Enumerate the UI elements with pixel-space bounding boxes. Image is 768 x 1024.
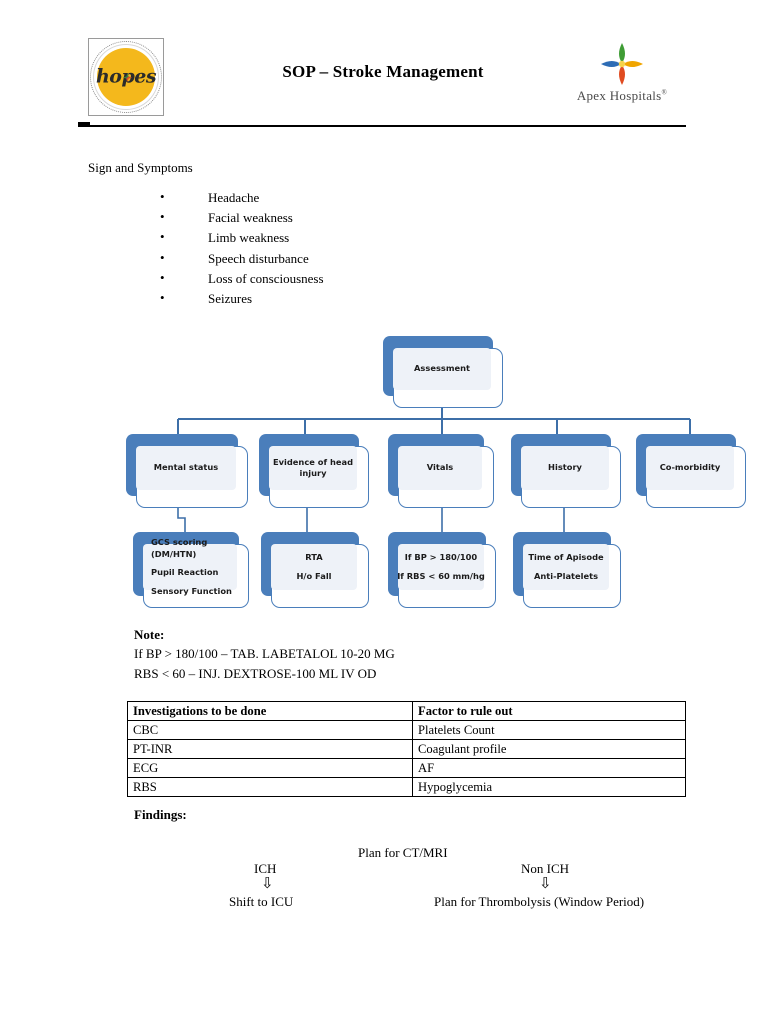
header-rule-tick: [78, 122, 90, 125]
list-item: Speech disturbance: [150, 248, 324, 269]
node-content: If BP > 180/100 If RBS < 60 mm/hg: [397, 544, 485, 590]
list-item: Headache: [150, 187, 324, 208]
node-label: Co-morbidity: [659, 462, 721, 473]
down-arrow-icon: ⇩: [261, 876, 274, 892]
symptom-list: Headache Facial weakness Limb weakness S…: [150, 187, 324, 309]
non-ich-label: Non ICH: [521, 861, 570, 876]
flow-node-head-injury[interactable]: Evidence of head injury: [259, 434, 369, 508]
flow-node-history-details[interactable]: Time of Apisode Anti-Platelets: [513, 532, 621, 608]
hopes-circle-icon: hopes: [96, 48, 157, 106]
trademark-symbol: ®: [661, 88, 668, 97]
signs-symptoms-heading: Sign and Symptoms: [88, 160, 193, 175]
column-header-investigations: Investigations to be done: [127, 701, 413, 721]
apex-hospitals-logo: Apex Hospitals®: [562, 40, 682, 120]
hopes-logo: hopes: [88, 38, 164, 116]
node-content: GCS scoring (DM/HTN) Pupil Reaction Sens…: [143, 537, 237, 596]
note-heading: Note:: [134, 627, 165, 642]
header-divider: [78, 125, 686, 127]
node-content: History: [521, 446, 609, 490]
flow-node-comorbidity[interactable]: Co-morbidity: [636, 434, 746, 508]
cell-investigation: ECG: [127, 758, 413, 778]
cell-investigation: PT-INR: [127, 739, 413, 759]
plan-for-thrombolysis-label: Plan for Thrombolysis (Window Period): [434, 894, 645, 909]
cell-factor: Platelets Count: [412, 720, 686, 740]
list-item: Seizures: [150, 288, 324, 309]
plan-for-ct-mri-label: Plan for CT/MRI: [358, 845, 448, 860]
table-row: PT-INR Coagulant profile: [127, 739, 686, 759]
node-label-line1: Evidence of head: [272, 456, 354, 467]
node-label-line2: Anti-Platelets: [533, 570, 599, 581]
cell-factor: AF: [412, 758, 686, 778]
findings-heading: Findings:: [134, 807, 187, 822]
table-row: CBC Platelets Count: [127, 720, 686, 740]
investigations-table: Investigations to be done Factor to rule…: [127, 701, 686, 797]
note-line-rbs: RBS < 60 – INJ. DEXTROSE-100 ML IV OD: [134, 665, 377, 681]
node-label: Vitals: [426, 462, 454, 473]
node-label-line4: Sensory Function: [151, 585, 232, 596]
list-item: Limb weakness: [150, 227, 324, 248]
apex-name-text: Apex Hospitals: [576, 88, 662, 103]
table-row: RBS Hypoglycemia: [127, 777, 686, 797]
node-content: Vitals: [398, 446, 482, 490]
node-label-line2: injury: [299, 468, 327, 478]
node-content: RTA H/o Fall: [271, 544, 357, 590]
column-header-factor: Factor to rule out: [412, 701, 686, 721]
cell-factor: Hypoglycemia: [412, 777, 686, 797]
node-label-line3: Pupil Reaction: [151, 567, 219, 577]
node-content: Mental status: [136, 446, 236, 490]
table-header-row: Investigations to be done Factor to rule…: [127, 701, 686, 721]
node-label-line1: Time of Apisode: [528, 552, 604, 562]
table-row: ECG AF: [127, 758, 686, 778]
flow-node-bp-details[interactable]: If BP > 180/100 If RBS < 60 mm/hg: [388, 532, 496, 608]
node-content: Time of Apisode Anti-Platelets: [523, 544, 609, 590]
node-label-line1: RTA: [305, 552, 323, 562]
list-item: Facial weakness: [150, 207, 324, 228]
node-label: Assessment: [414, 363, 470, 374]
node-label-line2: (DM/HTN): [151, 548, 197, 559]
hopes-ring-icon: [90, 41, 162, 113]
ich-label: ICH: [254, 861, 277, 876]
node-label-line2: If RBS < 60 mm/hg: [397, 570, 485, 581]
document-header: hopes SOP – Stroke Management Apex Hospi…: [78, 30, 688, 125]
node-label-line1: GCS scoring: [151, 537, 208, 547]
cell-factor: Coagulant profile: [412, 739, 686, 759]
flow-node-history[interactable]: History: [511, 434, 621, 508]
flow-node-gcs-details[interactable]: GCS scoring (DM/HTN) Pupil Reaction Sens…: [133, 532, 249, 608]
down-arrow-icon: ⇩: [539, 876, 552, 892]
flow-node-mental-status[interactable]: Mental status: [126, 434, 248, 508]
flow-node-assessment[interactable]: Assessment: [383, 336, 503, 408]
hopes-flower-icon: [123, 73, 132, 82]
list-item: Loss of consciousness: [150, 268, 324, 289]
node-label: History: [548, 462, 582, 473]
cell-investigation: CBC: [127, 720, 413, 740]
shift-to-icu-label: Shift to ICU: [229, 894, 294, 909]
node-label-line2: H/o Fall: [296, 570, 332, 581]
node-label: Mental status: [153, 462, 219, 473]
page-title: SOP – Stroke Management: [282, 62, 484, 81]
node-label-line1: If BP > 180/100: [404, 552, 478, 562]
node-content: Assessment: [393, 348, 491, 390]
apex-four-petal-icon: [601, 43, 643, 85]
note-block: Note: If BP > 180/100 – TAB. LABETALOL 1…: [134, 626, 395, 683]
node-content: Co-morbidity: [646, 446, 734, 490]
cell-investigation: RBS: [127, 777, 413, 797]
flow-node-rta-details[interactable]: RTA H/o Fall: [261, 532, 369, 608]
node-content: Evidence of head injury: [269, 446, 357, 490]
apex-hospitals-wordmark: Apex Hospitals®: [562, 88, 682, 104]
flow-node-vitals[interactable]: Vitals: [388, 434, 494, 508]
note-line-bp: If BP > 180/100 – TAB. LABETALOL 10-20 M…: [134, 646, 395, 661]
